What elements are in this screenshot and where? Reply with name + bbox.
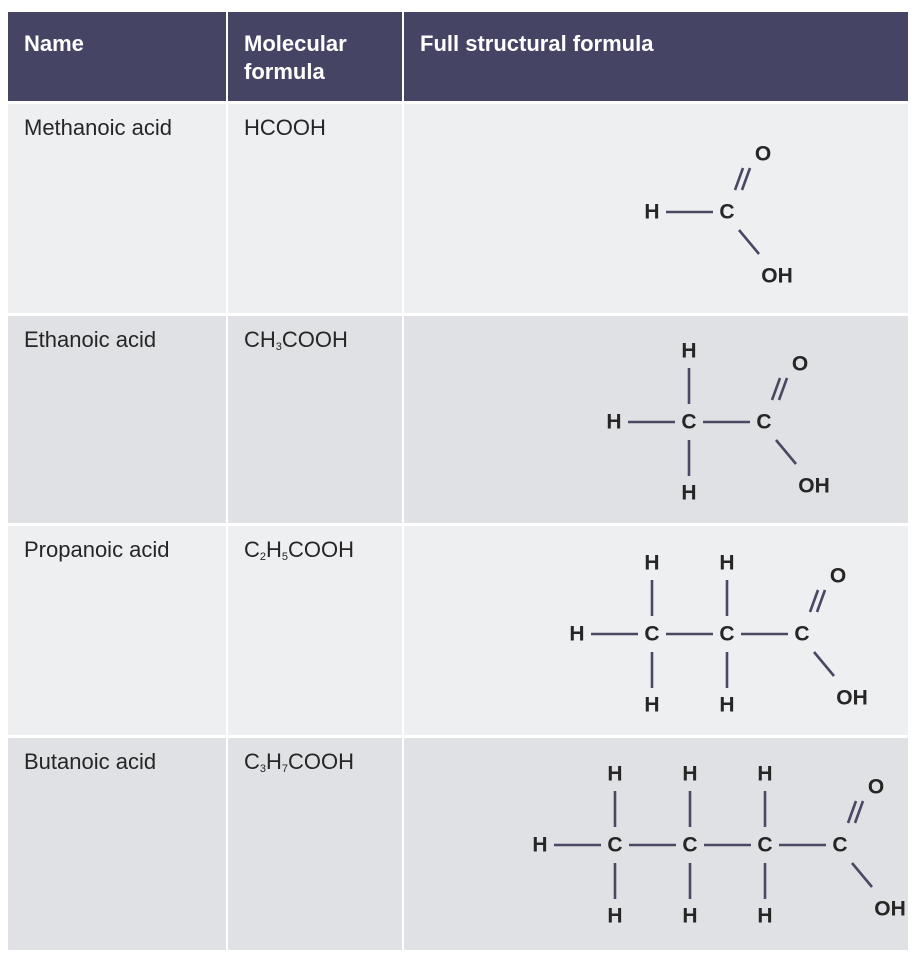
cell-name-propanoic: Propanoic acid bbox=[8, 526, 228, 738]
hydrogen-atom: H bbox=[606, 411, 621, 434]
hydroxyl-group: OH bbox=[874, 898, 906, 921]
carbon-atom: C bbox=[644, 623, 659, 646]
cell-formula-propanoic: C2H5COOH bbox=[228, 526, 404, 738]
single-bond bbox=[813, 651, 835, 677]
hydrogen-atom: H bbox=[644, 552, 659, 575]
hydrogen-atom: H bbox=[682, 905, 697, 928]
hydroxyl-group: OH bbox=[761, 265, 793, 288]
formula-subscript: 5 bbox=[281, 551, 289, 563]
formula-subscript: 7 bbox=[281, 763, 289, 775]
carbon-atom: C bbox=[719, 201, 734, 224]
cell-structure-methanoic: H C O OH bbox=[404, 104, 908, 316]
carbon-atom: C bbox=[719, 623, 734, 646]
cell-name-ethanoic: Ethanoic acid bbox=[8, 316, 228, 526]
header-structural-formula: Full structural formula bbox=[404, 12, 908, 104]
single-bond bbox=[738, 229, 760, 255]
double-bond-stroke bbox=[815, 589, 827, 613]
formula-text: H bbox=[266, 537, 282, 562]
formula-subscript: 3 bbox=[259, 763, 267, 775]
header-name: Name bbox=[8, 12, 228, 104]
single-bond bbox=[775, 439, 797, 465]
formula-text: CH bbox=[244, 327, 276, 352]
cell-formula-butanoic: C3H7COOH bbox=[228, 738, 404, 953]
formula-text: COOH bbox=[288, 537, 355, 562]
structural-formula-diagram: H C C H H O OH bbox=[606, 340, 830, 505]
oxygen-atom: O bbox=[868, 776, 884, 799]
formula-subscript: 3 bbox=[275, 341, 282, 353]
cell-structure-propanoic: H C C C H H H H O OH bbox=[404, 526, 908, 738]
hydrogen-atom: H bbox=[719, 694, 734, 717]
cell-structure-ethanoic: H C C H H O OH bbox=[404, 316, 908, 526]
cell-structure-butanoic: H C C C C H H H H H H O OH bbox=[404, 738, 908, 953]
formula-text: H bbox=[266, 749, 282, 774]
cell-name-methanoic: Methanoic acid bbox=[8, 104, 228, 316]
carbon-atom: C bbox=[794, 623, 809, 646]
hydrogen-atom: H bbox=[607, 905, 622, 928]
double-bond-stroke bbox=[733, 167, 745, 191]
formula-subscript: 2 bbox=[259, 551, 267, 563]
oxygen-atom: O bbox=[830, 565, 846, 588]
double-bond-stroke bbox=[808, 589, 820, 613]
hydrogen-atom: H bbox=[532, 834, 547, 857]
formula-text: C bbox=[244, 537, 260, 562]
hydrogen-atom: H bbox=[681, 482, 696, 505]
hydrogen-atom: H bbox=[569, 623, 584, 646]
oxygen-atom: O bbox=[792, 353, 808, 376]
carbon-atom: C bbox=[681, 411, 696, 434]
hydrogen-atom: H bbox=[681, 340, 696, 363]
cell-name-butanoic: Butanoic acid bbox=[8, 738, 228, 953]
double-bond-stroke bbox=[740, 167, 752, 191]
structural-formula-diagram: H C O OH bbox=[644, 143, 793, 288]
double-bond-stroke bbox=[853, 800, 865, 824]
structural-formula-diagram: H C C C H H H H O OH bbox=[569, 552, 868, 717]
cell-formula-methanoic: HCOOH bbox=[228, 104, 404, 316]
formula-text: C bbox=[244, 749, 260, 774]
hydrogen-atom: H bbox=[757, 905, 772, 928]
formula-text: COOH bbox=[281, 327, 348, 352]
cell-formula-ethanoic: CH3COOH bbox=[228, 316, 404, 526]
header-molecular-formula: Molecular formula bbox=[228, 12, 404, 104]
single-bond bbox=[851, 862, 873, 888]
formula-text: HCOOH bbox=[244, 115, 326, 140]
hydroxyl-group: OH bbox=[836, 687, 868, 710]
structural-formula-diagram: H C C C C H H H H H H O OH bbox=[532, 763, 906, 928]
hydrogen-atom: H bbox=[607, 763, 622, 786]
carbon-atom: C bbox=[757, 834, 772, 857]
carbon-atom: C bbox=[682, 834, 697, 857]
double-bond-stroke bbox=[777, 377, 789, 401]
carbon-atom: C bbox=[832, 834, 847, 857]
carboxylic-acids-table: Name Molecular formula Full structural f… bbox=[8, 12, 908, 953]
formula-text: COOH bbox=[288, 749, 355, 774]
carbon-atom: C bbox=[756, 411, 771, 434]
double-bond-stroke bbox=[846, 800, 858, 824]
hydrogen-atom: H bbox=[682, 763, 697, 786]
carbon-atom: C bbox=[607, 834, 622, 857]
hydrogen-atom: H bbox=[757, 763, 772, 786]
hydroxyl-group: OH bbox=[798, 475, 830, 498]
hydrogen-atom: H bbox=[644, 694, 659, 717]
double-bond-stroke bbox=[770, 377, 782, 401]
hydrogen-atom: H bbox=[719, 552, 734, 575]
oxygen-atom: O bbox=[755, 143, 771, 166]
hydrogen-atom: H bbox=[644, 201, 659, 224]
